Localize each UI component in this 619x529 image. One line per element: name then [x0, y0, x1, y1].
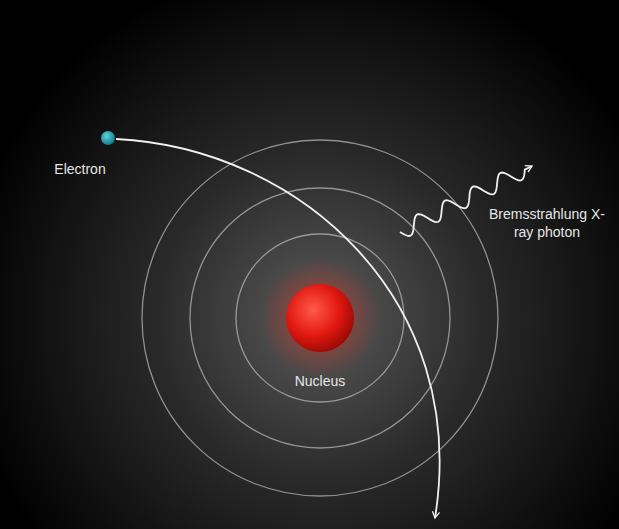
nucleus — [286, 284, 354, 352]
photon-label: Bremsstrahlung X-ray photon — [486, 205, 608, 241]
electron-label: Electron — [40, 160, 120, 178]
nucleus-label: Nucleus — [275, 372, 365, 390]
electron-path — [116, 139, 440, 518]
electron-shells — [142, 140, 498, 496]
photon-wave — [400, 166, 532, 236]
electron — [101, 131, 115, 145]
nucleus-glow — [260, 258, 380, 378]
